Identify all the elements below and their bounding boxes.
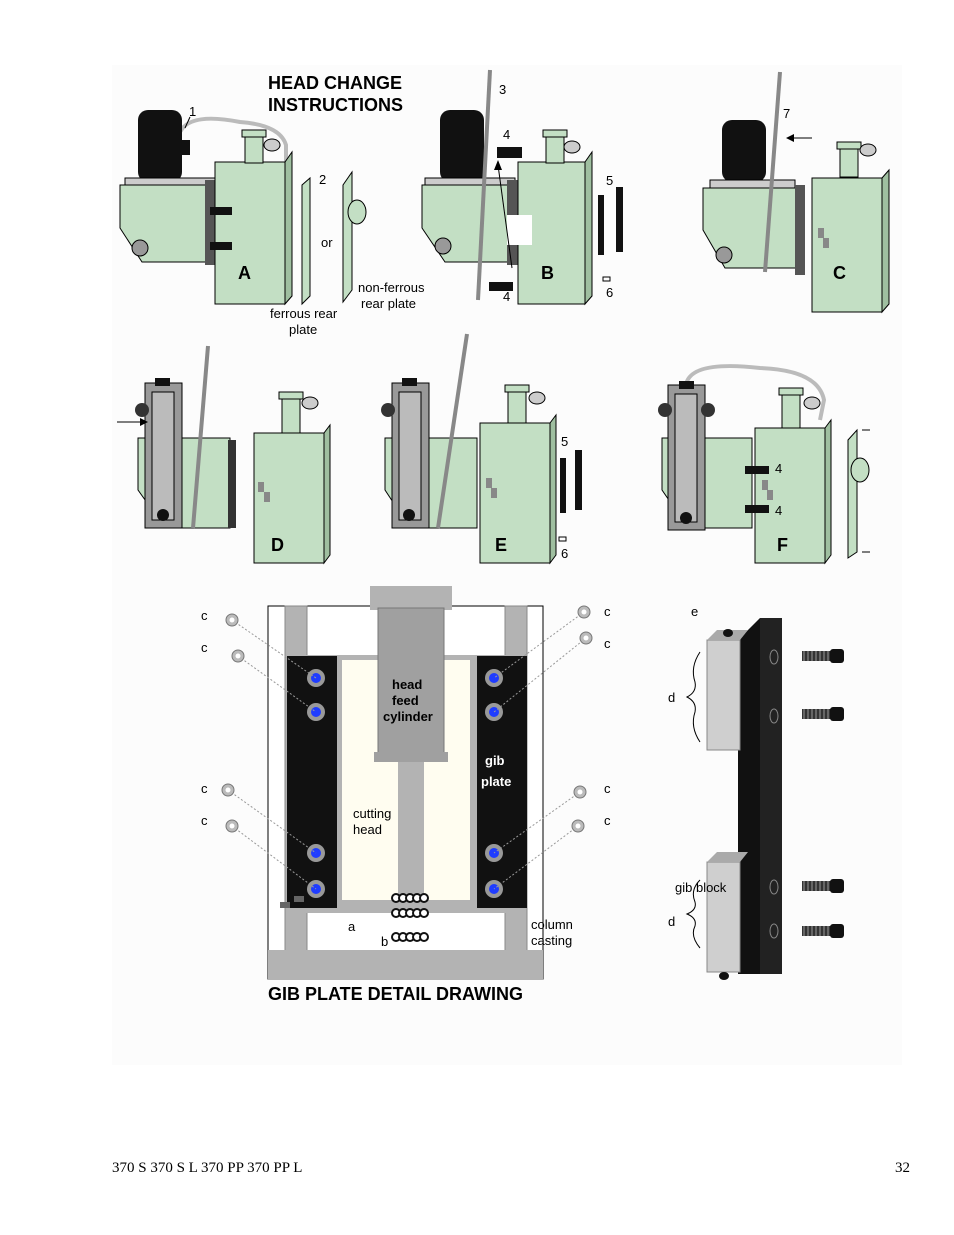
heading-line-1: HEAD CHANGE — [268, 73, 402, 93]
gib-plate-drawing — [267, 586, 544, 980]
step-e-illustration — [381, 333, 582, 565]
cutting-head-label-2: head — [353, 822, 382, 837]
head-feed-label-1: head — [392, 677, 422, 692]
step-d-illustration — [117, 345, 331, 565]
bolt-label-c-1: c — [201, 608, 208, 623]
label-b: b — [381, 934, 388, 949]
bolt-label-c-7: c — [604, 781, 611, 796]
label-d-bottom: d — [668, 914, 675, 929]
step-b-illustration — [421, 69, 623, 306]
footer-page-number: 32 — [895, 1160, 910, 1176]
bolt-label-c-6: c — [604, 636, 611, 651]
head-feed-label-2: feed — [392, 693, 419, 708]
nonferrous-label-1: non-ferrous — [358, 280, 425, 295]
callout-4-b-top: 4 — [503, 127, 510, 142]
callout-5-e: 5 — [561, 434, 568, 449]
or-label: or — [321, 235, 333, 250]
gib-plate-label-2: plate — [481, 774, 511, 789]
callout-4-f-top: 4 — [775, 461, 782, 476]
step-f-label: F — [777, 535, 788, 555]
bolt-label-c-4: c — [201, 813, 208, 828]
heading-line-2: INSTRUCTIONS — [268, 95, 403, 115]
callout-7: 7 — [783, 106, 790, 121]
gib-drawing-title: GIB PLATE DETAIL DRAWING — [268, 984, 523, 1004]
callout-1: 1 — [189, 104, 196, 119]
callout-5-b: 5 — [606, 173, 613, 188]
step-c-illustration — [702, 71, 890, 314]
bolt-label-c-8: c — [604, 813, 611, 828]
bolt-label-c-2: c — [201, 640, 208, 655]
step-f-illustration — [658, 364, 870, 565]
gib-block-label: gib block — [675, 880, 727, 895]
step-a-label: A — [238, 263, 251, 283]
callout-4-b-bottom: 4 — [503, 289, 510, 304]
gib-block-illustration — [685, 618, 782, 980]
callout-3: 3 — [499, 82, 506, 97]
step-e-label: E — [495, 535, 507, 555]
gib-plate-label-1: gib — [485, 753, 505, 768]
cutting-head-label-1: cutting — [353, 806, 391, 821]
callout-2: 2 — [319, 172, 326, 187]
bolt-label-c-5: c — [604, 604, 611, 619]
footer-model-list: 370 S 370 S L 370 PP 370 PP L — [112, 1160, 303, 1176]
step-a-illustration — [119, 110, 367, 306]
callout-6-b: 6 — [606, 285, 613, 300]
step-c-label: C — [833, 263, 846, 283]
column-label-1: column — [531, 917, 573, 932]
gib-bolts — [221, 605, 593, 942]
label-d-top: d — [668, 690, 675, 705]
callout-4-f-bottom: 4 — [775, 503, 782, 518]
ferrous-label-2: plate — [289, 322, 317, 337]
nonferrous-label-2: rear plate — [361, 296, 416, 311]
cap-screws — [802, 649, 844, 938]
step-d-label: D — [271, 535, 284, 555]
callout-6-e: 6 — [561, 546, 568, 561]
column-label-2: casting — [531, 933, 572, 948]
ferrous-label-1: ferrous rear — [270, 306, 338, 321]
head-feed-label-3: cylinder — [383, 709, 433, 724]
label-e: e — [691, 604, 698, 619]
step-b-label: B — [541, 263, 554, 283]
bolt-label-c-3: c — [201, 781, 208, 796]
label-a: a — [348, 919, 356, 934]
